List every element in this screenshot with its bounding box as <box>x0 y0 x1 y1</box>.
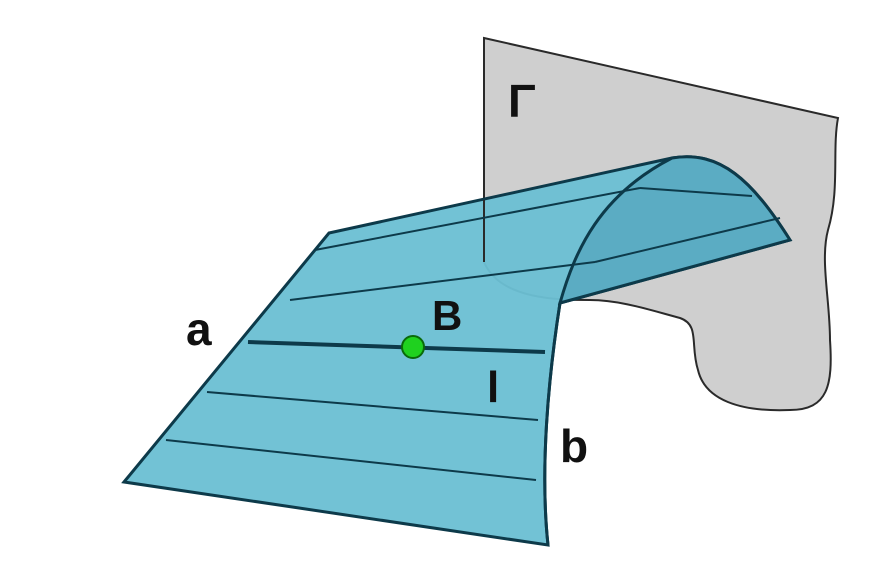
ruling-line <box>639 187 753 197</box>
label-curve-b: b <box>560 420 588 472</box>
surface-curl <box>557 155 793 306</box>
ruling-line <box>314 187 641 251</box>
surface-rulings <box>165 187 781 481</box>
ruling-line <box>594 217 781 263</box>
label-curve-a: a <box>186 303 212 355</box>
line-l <box>247 340 546 354</box>
ruling-line <box>206 391 539 421</box>
curve-b <box>543 302 562 546</box>
ruling-line <box>165 439 537 481</box>
point-b <box>401 335 425 359</box>
label-plane-gamma: Γ <box>508 75 536 127</box>
label-line-l: l <box>487 363 499 412</box>
ruling-line <box>289 261 596 301</box>
label-point-b: B <box>432 292 462 339</box>
